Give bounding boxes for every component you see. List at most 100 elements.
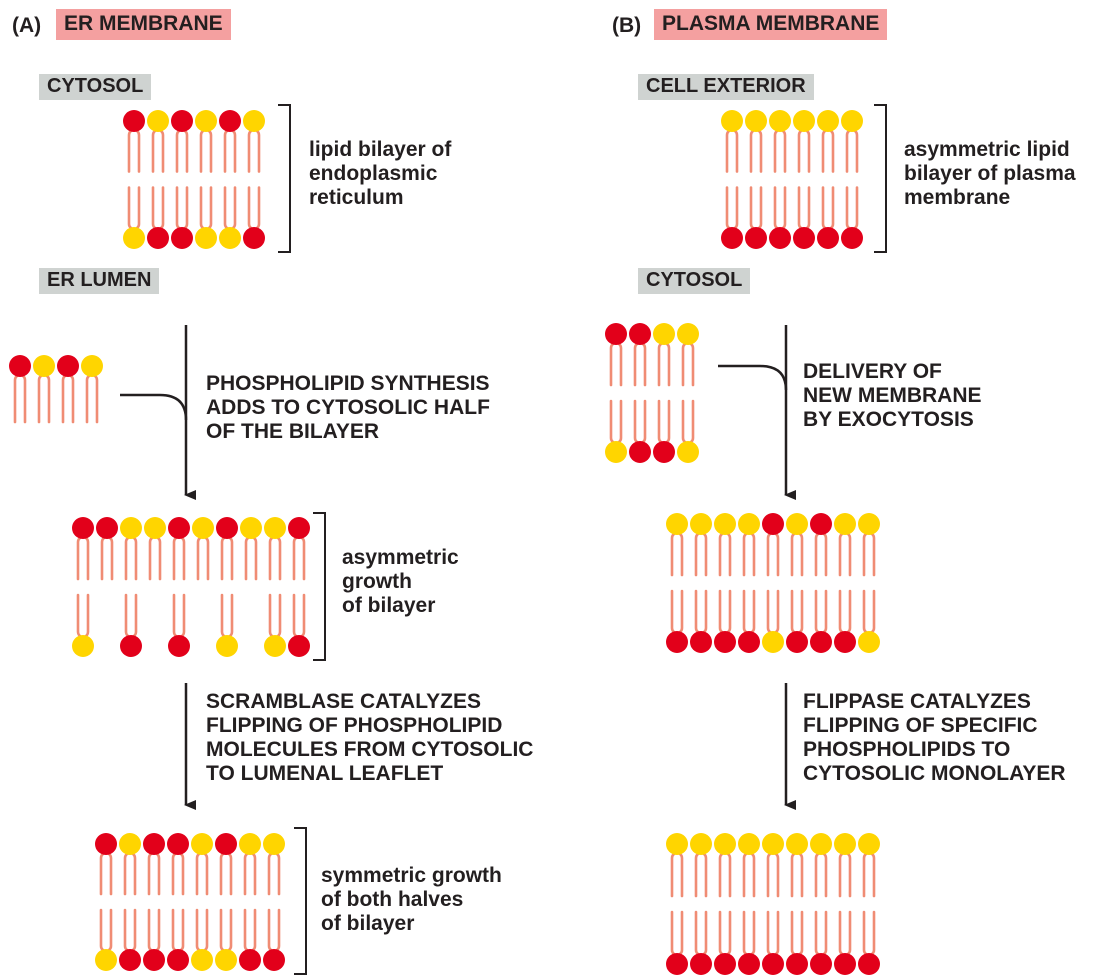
a-initial-head-top (243, 110, 265, 132)
a-asymmetric-tail-top (76, 535, 90, 581)
b-initial-tail-bottom (773, 186, 787, 231)
a-asymmetric-tail-bottom (292, 593, 306, 639)
a-asymmetric-tail-top (292, 535, 306, 581)
a-symmetric-head-bottom (167, 949, 189, 971)
a-symmetric-head-bottom (215, 949, 237, 971)
b-final-tail-bottom (862, 910, 876, 957)
a-new-lipids-head-top (57, 355, 79, 377)
a-new-lipids-head-top (33, 355, 55, 377)
b-after-exocytosis-head-top (810, 513, 832, 535)
b-vesicle-head-bottom (629, 441, 651, 463)
a-new-lipids-tail-top (13, 373, 27, 424)
b-vesicle-head-top (653, 323, 675, 345)
b-after-exocytosis-tail-top (742, 531, 756, 577)
a-initial-head-bottom (195, 227, 217, 249)
b-vesicle-head-bottom (677, 441, 699, 463)
b-after-exocytosis-head-top (834, 513, 856, 535)
b-final-tail-bottom (766, 910, 780, 957)
b-final-head-top (666, 833, 688, 855)
panel-a-step2-text: SCRAMBLASE CATALYZES FLIPPING OF PHOSPHO… (206, 690, 534, 785)
b-initial-tail-bottom (725, 186, 739, 231)
panel-a-top-region: CYTOSOL (39, 74, 152, 100)
b-initial-tail-top (749, 128, 763, 173)
a-asymmetric-head-top (168, 517, 190, 539)
b-final-head-bottom (714, 953, 736, 975)
panel-b-step1-text: DELIVERY OF NEW MEMBRANE BY EXOCYTOSIS (803, 360, 982, 431)
b-after-exocytosis-tail-top (790, 531, 804, 577)
a-symmetric-head-top (167, 833, 189, 855)
b-final-tail-bottom (838, 910, 852, 957)
a-symmetric-head-top (95, 833, 117, 855)
a-initial-tail-top (199, 128, 213, 173)
b-vesicle-head-top (677, 323, 699, 345)
b-after-exocytosis-head-bottom (738, 631, 760, 653)
b-initial-head-bottom (745, 227, 767, 249)
b-final-tail-bottom (670, 910, 684, 957)
b-after-exocytosis-head-top (858, 513, 880, 535)
a-symmetric-tail-bottom (99, 908, 113, 953)
b-after-exocytosis-head-bottom (786, 631, 808, 653)
a-asymmetric-head-top (264, 517, 286, 539)
a-asymmetric-head-top (192, 517, 214, 539)
b-after-exocytosis-head-top (762, 513, 784, 535)
a-initial-head-top (171, 110, 193, 132)
b-after-exocytosis-head-top (786, 513, 808, 535)
panel-b-step2-text: FLIPPASE CATALYZES FLIPPING OF SPECIFIC … (803, 690, 1066, 785)
a-initial-tail-top (247, 128, 261, 173)
a-initial-head-bottom (219, 227, 241, 249)
a-asymmetric-tail-top (100, 535, 114, 581)
a-symmetric-head-bottom (191, 949, 213, 971)
b-final-tail-bottom (814, 910, 828, 957)
b-final-tail-top (718, 851, 732, 898)
a-asymmetric-head-top (144, 517, 166, 539)
b-vesicle-head-top (605, 323, 627, 345)
panel-a-step1-text: PHOSPHOLIPID SYNTHESIS ADDS TO CYTOSOLIC… (206, 372, 490, 443)
a-symmetric-tail-top (123, 851, 137, 896)
b-initial-head-top (793, 110, 815, 132)
a-initial-tail-bottom (175, 186, 189, 231)
b-initial-tail-top (845, 128, 859, 173)
a-initial-head-bottom (123, 227, 145, 249)
a-asymmetric-head-bottom (264, 635, 286, 657)
a-initial-tail-top (151, 128, 165, 173)
bracket-a-symmetric (294, 827, 307, 975)
b-final-head-bottom (690, 953, 712, 975)
a-asymmetric-tail-bottom (124, 593, 138, 639)
b-initial-tail-top (725, 128, 739, 173)
a-new-lipids-head-top (9, 355, 31, 377)
a-initial-head-top (195, 110, 217, 132)
b-after-exocytosis-tail-bottom (838, 589, 852, 635)
lipid-layer (9, 110, 880, 975)
panel-a-bottom-region: ER LUMEN (39, 268, 160, 294)
b-final-head-top (858, 833, 880, 855)
b-after-exocytosis-head-bottom (690, 631, 712, 653)
bracket-b-initial (874, 104, 887, 253)
b-final-head-top (810, 833, 832, 855)
a-asymmetric-head-top (216, 517, 238, 539)
b-vesicle-tail-top (657, 341, 671, 387)
b-initial-head-top (769, 110, 791, 132)
a-initial-head-top (219, 110, 241, 132)
b-final-head-top (786, 833, 808, 855)
b-final-tail-top (790, 851, 804, 898)
a-symmetric-tail-bottom (123, 908, 137, 953)
a-symmetric-head-top (143, 833, 165, 855)
a-asymmetric-tail-top (244, 535, 258, 581)
b-after-exocytosis-tail-top (766, 531, 780, 577)
b-initial-head-bottom (793, 227, 815, 249)
b-initial-head-top (841, 110, 863, 132)
a-initial-tail-bottom (151, 186, 165, 231)
a-symmetric-head-bottom (95, 949, 117, 971)
b-vesicle-tail-bottom (681, 399, 695, 445)
b-initial-head-bottom (841, 227, 863, 249)
a-initial-tail-top (127, 128, 141, 173)
b-final-tail-bottom (694, 910, 708, 957)
a-initial-head-bottom (147, 227, 169, 249)
b-final-tail-top (838, 851, 852, 898)
a-symmetric-tail-top (147, 851, 161, 896)
a-symmetric-tail-bottom (219, 908, 233, 953)
b-vesicle-tail-bottom (609, 399, 623, 445)
b-after-exocytosis-head-bottom (714, 631, 736, 653)
b-initial-head-bottom (769, 227, 791, 249)
